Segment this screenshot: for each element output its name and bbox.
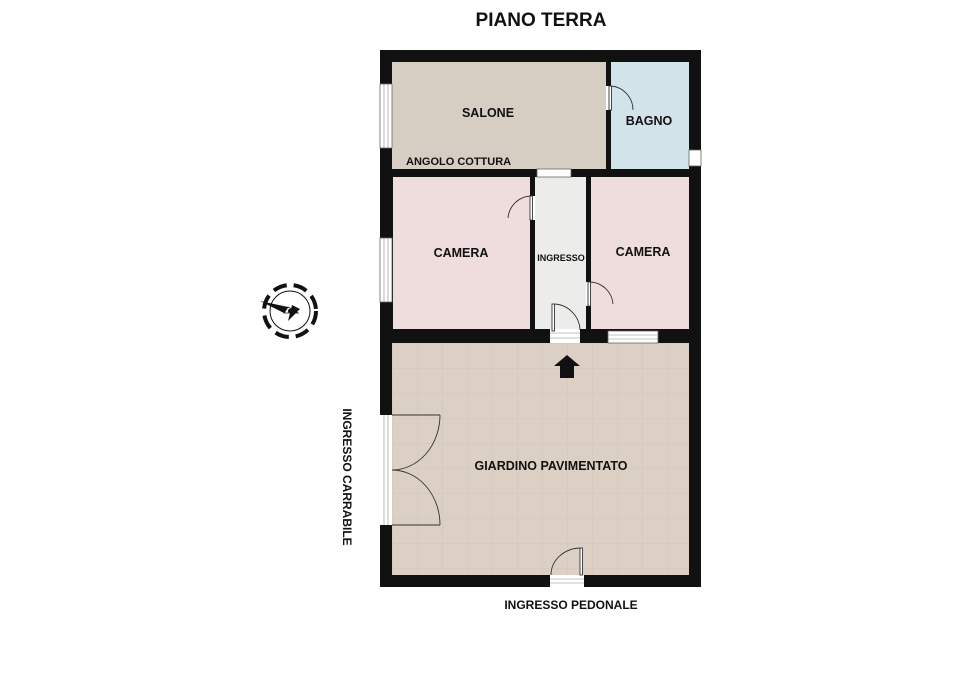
room-camera-right (591, 177, 689, 329)
label-camera-right: CAMERA (616, 245, 671, 259)
room-salone (392, 62, 606, 169)
window-camera-south (607, 330, 659, 344)
room-giardino (392, 343, 689, 575)
label-ingresso: INGRESSO (537, 253, 585, 263)
label-camera-left: CAMERA (434, 246, 489, 260)
window-camera-west (379, 237, 393, 303)
entrance-arrow-icon (554, 355, 580, 378)
window-salone-west (379, 83, 393, 149)
windows (379, 83, 702, 344)
window-bagno-east (688, 149, 702, 167)
label-giardino: GIARDINO PAVIMENTATO (474, 459, 627, 473)
room-ingresso (535, 177, 586, 329)
doors (380, 85, 634, 587)
label-bagno: BAGNO (626, 114, 673, 128)
label-ingresso-carrabile: INGRESSO CARRABILE (340, 408, 354, 545)
label-salone: SALONE (462, 106, 514, 120)
label-ingresso-pedonale: INGRESSO PEDONALE (504, 598, 637, 612)
window-ingresso-north (536, 168, 572, 178)
label-angolo-cottura: ANGOLO COTTURA (406, 156, 511, 168)
room-camera-left (393, 177, 530, 329)
page-title: PIANO TERRA (476, 10, 607, 31)
room-bagno (611, 62, 689, 169)
compass-icon (260, 283, 318, 339)
